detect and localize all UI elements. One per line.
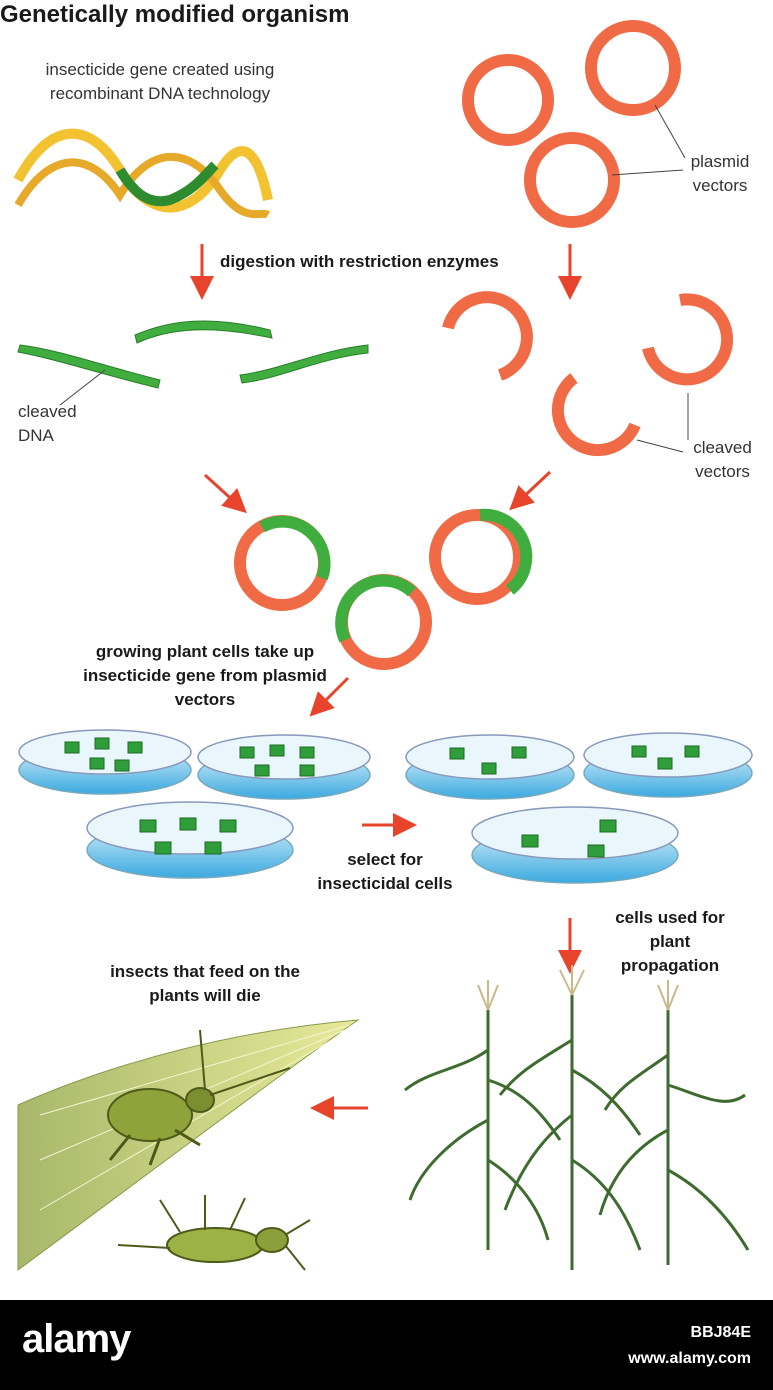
cleaved-dna-fragments bbox=[17, 320, 369, 389]
brand-logo: alamy bbox=[22, 1317, 131, 1361]
petri-dish bbox=[197, 734, 371, 800]
plasmid-vectors bbox=[462, 20, 681, 228]
dna-helix bbox=[13, 128, 273, 219]
corn-plant bbox=[598, 980, 750, 1265]
growing-cells-label: growing plant cells take up insecticide … bbox=[83, 642, 327, 709]
footer-url[interactable]: www.alamy.com bbox=[628, 1350, 751, 1367]
petri-dish bbox=[18, 729, 192, 795]
petri-dish bbox=[471, 806, 679, 884]
footer-bar: alamy BBJ84E www.alamy.com bbox=[0, 1300, 773, 1390]
arrow-to-dishes bbox=[309, 676, 350, 717]
plasmid-ring bbox=[524, 132, 620, 228]
plasmid-ring bbox=[585, 20, 681, 116]
cleaved-dna-label: cleaved DNA bbox=[18, 402, 77, 445]
digestion-label: digestion with restriction enzymes bbox=[220, 252, 499, 271]
plasmid-vectors-label: plasmid vectors bbox=[690, 152, 750, 195]
image-id: BBJ84E bbox=[690, 1324, 751, 1341]
corn-plant bbox=[404, 980, 562, 1250]
page-title: Genetically modified organism bbox=[0, 1, 350, 28]
select-label: select for insecticidal cells bbox=[317, 850, 453, 893]
insecticide-gene-label: insecticide gene created using recombina… bbox=[45, 60, 275, 103]
arrow-to-recombinant-left bbox=[203, 473, 247, 514]
petri-dishes bbox=[18, 729, 753, 884]
petri-dish bbox=[405, 734, 575, 800]
beetle-dead bbox=[117, 1195, 311, 1271]
insects-die-label: insects that feed on the plants will die bbox=[110, 962, 300, 1005]
diagram-artwork bbox=[13, 20, 753, 1271]
petri-dish bbox=[86, 801, 294, 879]
cleaved-vectors-label: cleaved vectors bbox=[693, 438, 752, 481]
corn-plants bbox=[404, 965, 750, 1270]
corn-plant bbox=[498, 965, 642, 1270]
propagation-label: cells used for plant propagation bbox=[615, 908, 725, 975]
beetle-feeding bbox=[107, 1029, 291, 1166]
petri-dish bbox=[583, 732, 753, 798]
recombinant-plasmids bbox=[234, 508, 533, 670]
arrow-to-recombinant-right bbox=[509, 470, 552, 511]
plasmid-ring bbox=[462, 54, 554, 146]
cleaved-vectors bbox=[442, 291, 733, 457]
